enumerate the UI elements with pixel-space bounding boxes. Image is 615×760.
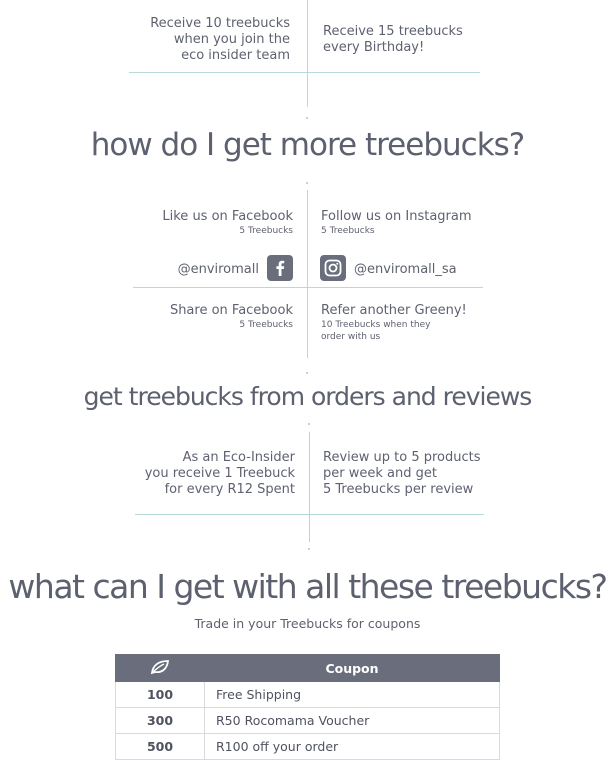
treebucks-amount: 500 <box>115 733 205 760</box>
instagram-handle: @enviromall_sa <box>354 262 457 277</box>
instagram-follow-reward: 5 Treebucks <box>321 226 375 236</box>
more-treebucks-heading: how do I get more treebucks? <box>90 127 526 163</box>
coupon-table: Coupon 100 Free Shipping 300 R50 Rocomam… <box>115 654 500 760</box>
treebucks-amount: 100 <box>115 681 205 708</box>
divider-horizontal <box>133 287 483 288</box>
treebucks-amount: 300 <box>115 707 205 734</box>
divider-vertical <box>307 0 308 107</box>
divider-vertical <box>307 190 308 358</box>
divider-horizontal <box>129 72 480 73</box>
table-row: 300 R50 Rocomama Voucher <box>115 707 500 734</box>
divider-dot <box>308 548 310 550</box>
facebook-share-reward: 5 Treebucks <box>239 320 293 330</box>
refer-title: Refer another Greeny! <box>321 303 467 318</box>
what-can-i-get-heading: what can I get with all these treebucks? <box>8 567 608 606</box>
divider-vertical <box>309 432 310 542</box>
table-row: 500 R100 off your order <box>115 733 500 760</box>
leaf-icon <box>115 654 205 682</box>
coupon-name: R50 Rocomama Voucher <box>204 707 500 734</box>
facebook-like-reward: 5 Treebucks <box>239 226 293 236</box>
instagram-icon[interactable] <box>320 255 346 281</box>
table-row: 100 Free Shipping <box>115 681 500 708</box>
facebook-like-title: Like us on Facebook <box>162 209 293 224</box>
divider-dot <box>306 117 308 119</box>
coupon-name: R100 off your order <box>204 733 500 760</box>
divider-horizontal <box>135 514 484 515</box>
coupon-table-header: Coupon <box>115 654 500 682</box>
facebook-handle: @enviromall <box>177 262 259 277</box>
facebook-icon[interactable] <box>267 255 293 281</box>
coupon-subtitle: Trade in your Treebucks for coupons <box>194 616 421 631</box>
divider-dot <box>306 182 308 184</box>
coupon-column-header: Coupon <box>204 654 500 682</box>
coupon-name: Free Shipping <box>204 681 500 708</box>
facebook-share-title: Share on Facebook <box>169 303 293 318</box>
divider-dot <box>306 372 308 374</box>
divider-dot <box>308 423 310 425</box>
orders-reviews-heading: get treebucks from orders and reviews <box>83 382 533 411</box>
instagram-follow-title: Follow us on Instagram <box>321 209 472 224</box>
